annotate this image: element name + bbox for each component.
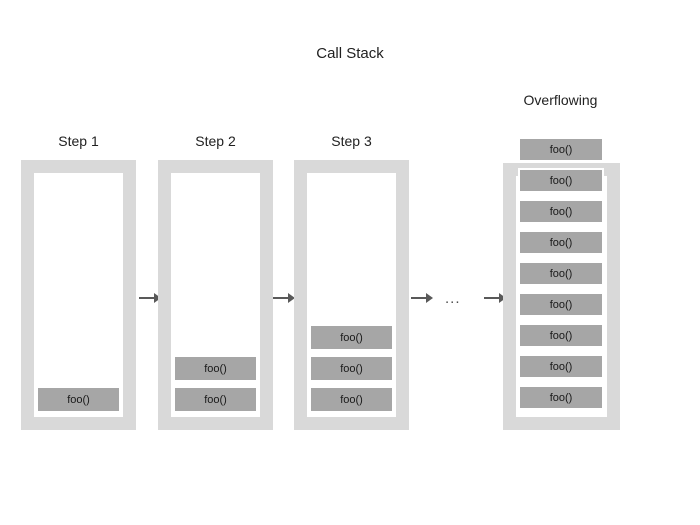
stack-container-step-2	[158, 160, 273, 430]
stack-frame: foo()	[309, 386, 394, 413]
step-label-step-2: Step 2	[195, 133, 236, 149]
arrow-right-icon	[484, 293, 506, 303]
arrow-right-icon	[273, 293, 295, 303]
stack-frame: foo()	[518, 385, 604, 410]
stack-frame: foo()	[309, 324, 394, 351]
step-label-step-1: Step 1	[58, 133, 99, 149]
arrow-right-icon	[139, 293, 161, 303]
stack-container-step-3	[294, 160, 409, 430]
stack-frame: foo()	[518, 199, 604, 224]
stack-frame: foo()	[309, 355, 394, 382]
stack-frame: foo()	[518, 230, 604, 255]
stack-frame: foo()	[173, 386, 258, 413]
step-label-step-3: Step 3	[331, 133, 372, 149]
stack-frame: foo()	[173, 355, 258, 382]
stack-frame: foo()	[518, 354, 604, 379]
ellipsis-separator: ...	[445, 290, 461, 307]
stack-frame: foo()	[518, 168, 604, 193]
stack-frame-overflow: foo()	[518, 137, 604, 162]
stack-frame: foo()	[36, 386, 121, 413]
stack-container-step-1	[21, 160, 136, 430]
step-label-overflowing: Overflowing	[523, 92, 598, 108]
diagram-title: Call Stack	[316, 45, 384, 62]
stack-frame: foo()	[518, 261, 604, 286]
stack-frame: foo()	[518, 292, 604, 317]
arrow-right-icon	[411, 293, 433, 303]
stack-well-step-1	[34, 173, 123, 417]
stack-frame: foo()	[518, 323, 604, 348]
